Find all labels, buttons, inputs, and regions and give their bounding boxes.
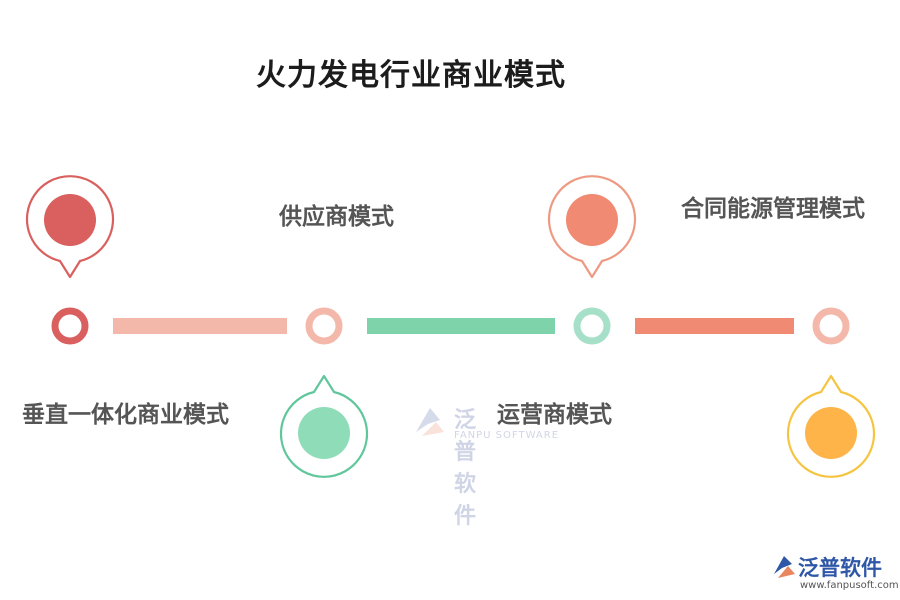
timeline-node-2 [305,307,343,345]
watermark-logo-icon [416,408,444,436]
brand-logo-icon [774,556,795,578]
pin-dot-2 [298,407,350,459]
timeline-node-1 [51,307,89,345]
pin-dot-3 [566,194,618,246]
connector-bar-3 [635,318,794,334]
timeline-node-4 [812,307,850,345]
watermark-cn: 泛普软件 [454,408,477,529]
connector-bar-2 [367,318,555,334]
step-label-4: 合同能源管理模式 [681,195,865,222]
diagram-title: 火力发电行业商业模式 [256,58,566,93]
timeline-node-3 [573,307,611,345]
brand-logo-url: www.fanpusoft.com [800,580,899,591]
step-label-1: 垂直一体化商业模式 [22,401,229,428]
step-label-2: 供应商模式 [279,203,394,230]
brand-logo: 泛普软件 www.fanpusoft.com [770,552,899,591]
pin-dot-1 [44,194,96,246]
watermark: 泛普软件 FANPU SOFTWARE [410,402,558,529]
step-label-3: 运营商模式 [497,401,612,428]
watermark-en: FANPU SOFTWARE [454,430,560,441]
brand-logo-text: 泛普软件 [798,556,882,580]
connector-bar-1 [113,318,287,334]
pin-dot-4 [805,407,857,459]
